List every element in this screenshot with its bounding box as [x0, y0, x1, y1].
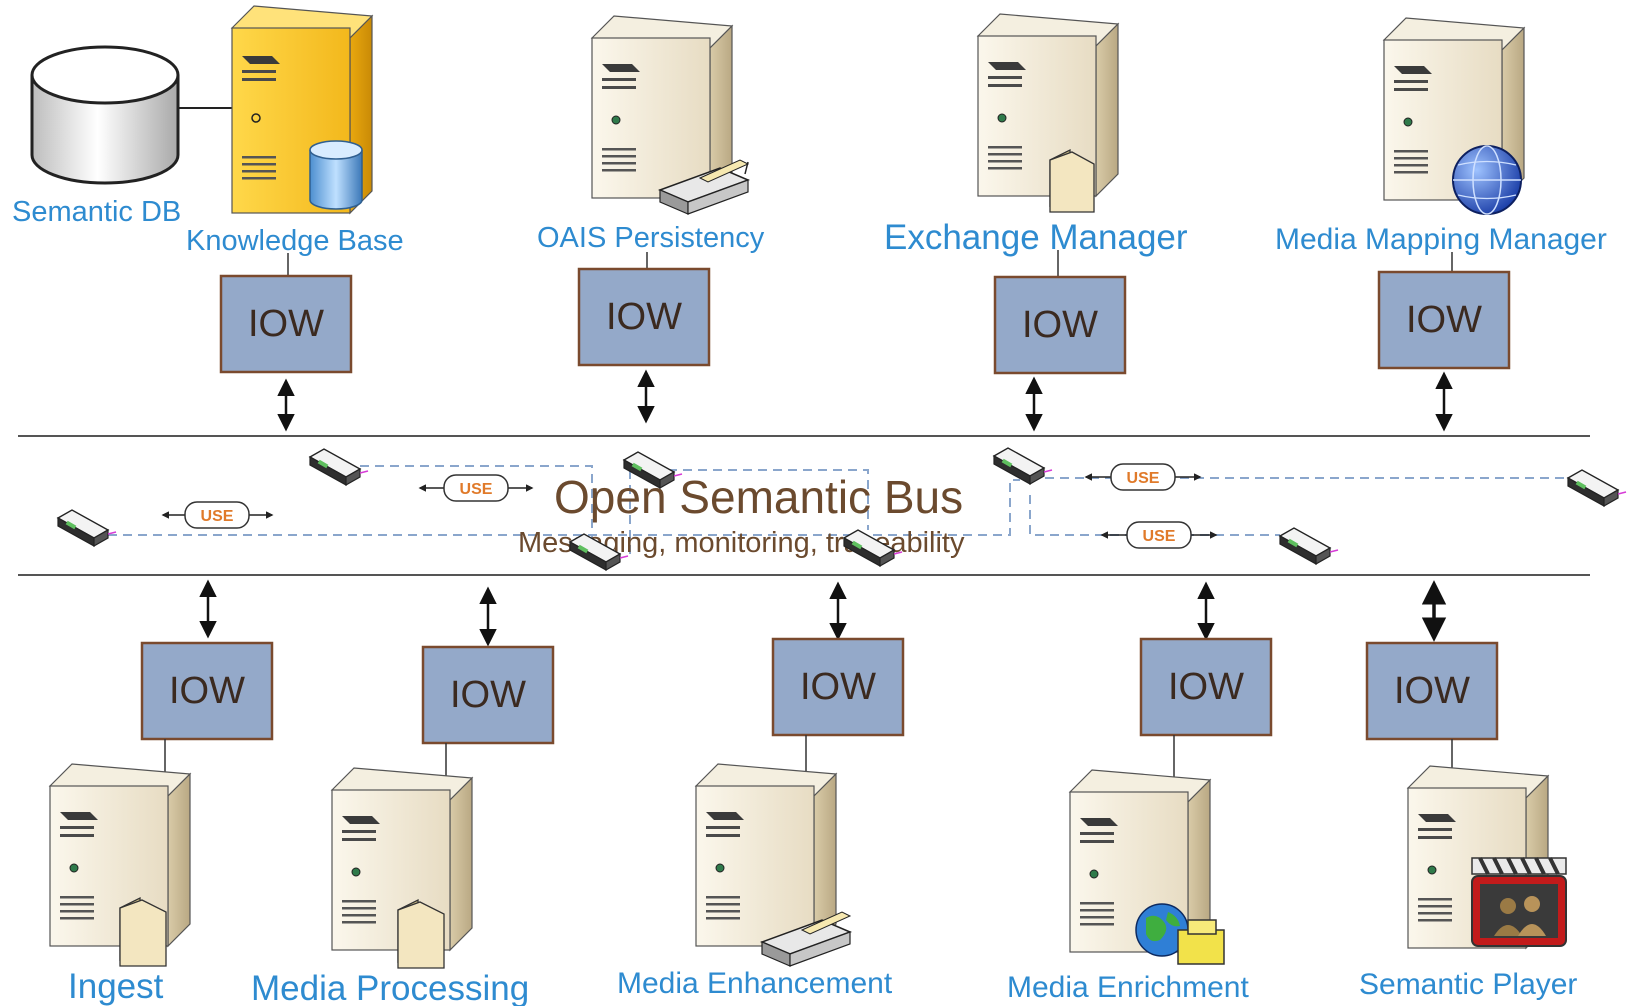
globe-icon: [1452, 145, 1522, 215]
component-label-media-enrichment: Media Enrichment: [1007, 971, 1249, 1004]
svg-text:USE: USE: [1127, 470, 1160, 487]
iow-box: IOW: [577, 267, 711, 367]
iow-box: IOW: [140, 641, 274, 741]
use-badge: USE: [161, 501, 274, 529]
component-label-knowledge-base: Knowledge Base: [186, 225, 404, 257]
component-label-semantic-player: Semantic Player: [1359, 968, 1577, 1001]
use-badge: USE: [418, 474, 534, 502]
svg-text:IOW: IOW: [1022, 304, 1098, 346]
bus-endpoint-icon: [57, 509, 117, 547]
svg-text:IOW: IOW: [606, 296, 682, 338]
component-label-media-processing: Media Processing: [251, 969, 529, 1006]
svg-text:IOW: IOW: [1406, 299, 1482, 341]
bus-endpoint-icon: [993, 447, 1053, 485]
bus-endpoint-icon: [309, 448, 369, 486]
component-label-oais-persistency: OAIS Persistency: [537, 222, 765, 254]
folder-icon: [1049, 148, 1095, 213]
use-badge: USE: [1100, 521, 1218, 549]
bus-endpoint-icon: [1567, 469, 1627, 507]
svg-text:USE: USE: [460, 481, 493, 498]
component-label-ingest: Ingest: [68, 967, 164, 1006]
tray-icon: [657, 159, 751, 215]
svg-text:IOW: IOW: [169, 670, 245, 712]
clapperboard-icon: [1471, 857, 1567, 947]
semantic-db-icon: [30, 45, 180, 185]
iow-box: IOW: [219, 274, 353, 374]
semantic-db-label: Semantic DB: [12, 196, 181, 228]
use-badge: USE: [1084, 463, 1202, 491]
svg-text:IOW: IOW: [248, 303, 324, 345]
bus-title: Open Semantic Bus: [554, 471, 963, 523]
component-label-media-mapping-manager: Media Mapping Manager: [1275, 223, 1607, 256]
svg-text:IOW: IOW: [450, 674, 526, 716]
globe-folder-icon: [1135, 903, 1225, 965]
iow-box: IOW: [1365, 641, 1499, 741]
database-icon: [309, 140, 363, 210]
tray-icon: [759, 911, 853, 967]
iow-box: IOW: [993, 275, 1127, 375]
component-label-exchange-manager: Exchange Manager: [884, 218, 1188, 257]
component-label-media-enhancement: Media Enhancement: [617, 967, 893, 1000]
bus-dashed-links: [108, 465, 1568, 555]
bus-endpoint-icon: [1279, 527, 1339, 565]
svg-text:USE: USE: [201, 508, 234, 525]
folder-icon: [119, 896, 167, 967]
iow-box: IOW: [1139, 637, 1273, 737]
svg-text:IOW: IOW: [1394, 670, 1470, 712]
iow-box: IOW: [1377, 270, 1511, 370]
iow-box: IOW: [771, 637, 905, 737]
iow-box: IOW: [421, 645, 555, 745]
svg-text:IOW: IOW: [800, 666, 876, 708]
svg-text:USE: USE: [1143, 528, 1176, 545]
svg-text:IOW: IOW: [1168, 666, 1244, 708]
exchange-manager-server: [977, 13, 1119, 197]
media-enhancement-server: [695, 763, 837, 947]
folder-icon: [397, 898, 445, 969]
